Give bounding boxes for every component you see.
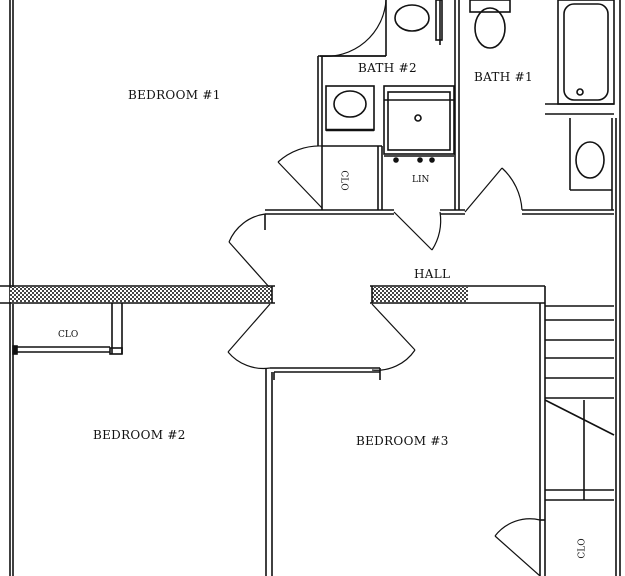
clo-bedroom2-label: CLO bbox=[58, 330, 79, 340]
door-swing-top bbox=[319, 0, 387, 57]
bath1-sink bbox=[575, 141, 605, 179]
clo-bedroom3-label: CLO bbox=[577, 538, 588, 559]
bath2-toilet bbox=[394, 4, 430, 32]
bath2-sink bbox=[333, 90, 367, 118]
clo-bath2-label: CLO bbox=[338, 170, 349, 191]
bedroom2-label: BEDROOM #2 bbox=[93, 428, 186, 442]
bedroom3-label: BEDROOM #3 bbox=[356, 434, 449, 448]
bedroom1-label: BEDROOM #1 bbox=[128, 88, 221, 102]
hatched-wall-left bbox=[10, 287, 272, 302]
bath1-label: BATH #1 bbox=[474, 70, 533, 84]
bath2-vanity bbox=[325, 85, 375, 131]
bath2-label: BATH #2 bbox=[358, 61, 417, 75]
lin-label: LIN bbox=[412, 175, 430, 185]
bath1-toilet bbox=[474, 7, 506, 49]
bath2-shower bbox=[383, 85, 455, 155]
hall-label: HALL bbox=[414, 267, 451, 281]
bath1-tub bbox=[557, 0, 615, 105]
hatched-wall-right bbox=[372, 287, 468, 302]
